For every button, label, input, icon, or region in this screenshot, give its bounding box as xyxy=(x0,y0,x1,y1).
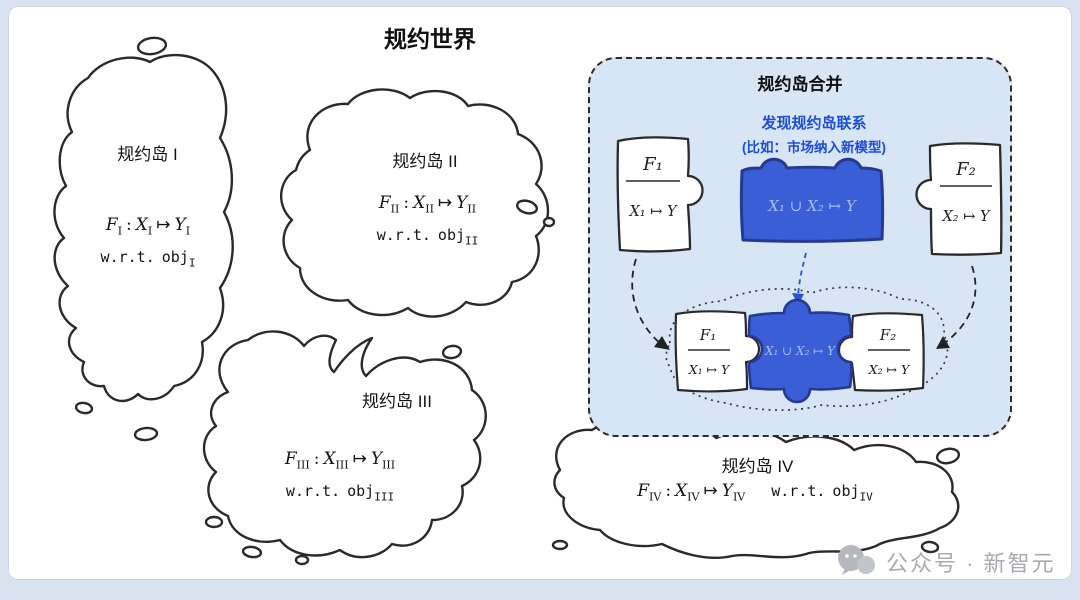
puzzle-piece-f1 xyxy=(616,136,704,253)
island-1-name: 规约岛 I xyxy=(117,145,178,164)
wrt-label: w.r.t. xyxy=(285,482,341,501)
sub-label: II xyxy=(390,202,400,216)
figure-title: 规约世界 xyxy=(384,26,476,52)
islets xyxy=(74,36,961,566)
island-1-objective: w.r.t. objI xyxy=(48,244,248,276)
colon: : xyxy=(403,193,410,213)
sub-label: II xyxy=(467,202,477,216)
watermark-text: 公众号 · 新智元 xyxy=(886,551,1056,576)
wrt-label: w.r.t. xyxy=(100,248,155,267)
island-2-formula: FII:XII↦YII w.r.t.objII xyxy=(330,190,525,255)
y-symbol: Y xyxy=(370,449,383,469)
puzzle-piece-f2 xyxy=(915,142,1003,256)
island-3-mapping: FIII:XIII↦YIII xyxy=(240,446,440,478)
obj-label: obj xyxy=(347,482,375,501)
sub-label: I xyxy=(188,256,196,270)
merge-panel-note: 发现规约岛联系 (比如：市场纳入新模型) xyxy=(708,112,920,156)
sub-label: III xyxy=(382,458,396,472)
sub-label: IV xyxy=(649,490,662,504)
island-4-objective: w.r.t. objIV xyxy=(771,481,873,504)
sub-label: IV xyxy=(859,490,873,504)
sub-label: IV xyxy=(732,490,746,504)
f-symbol: F xyxy=(105,215,118,235)
island-2-mapping: FII:XII↦YII xyxy=(330,190,525,222)
merge-panel-title: 规约岛合并 xyxy=(757,75,843,94)
mapsto-arrow: ↦ xyxy=(703,481,718,501)
island-1-formula: FI:XI↦YI w.r.t.objI xyxy=(48,212,248,277)
merged-f1-label: F₁ xyxy=(699,326,716,344)
note-line-1: 发现规约岛联系 xyxy=(761,115,867,132)
wrt-label: w.r.t. xyxy=(376,226,431,245)
colon: : xyxy=(126,215,132,235)
obj-label: obj xyxy=(161,248,189,267)
merged-union-mapping: X₁ ∪ X₂ ↦ Y xyxy=(764,344,836,358)
sub-label: II xyxy=(425,202,434,216)
puzzle-f1-label: F₁ xyxy=(642,154,663,175)
arrow-right-head xyxy=(936,336,950,349)
obj-label: obj xyxy=(437,226,466,245)
island-3-outline xyxy=(202,330,487,559)
x-symbol: X xyxy=(323,449,336,469)
island-2-outline xyxy=(279,88,550,318)
puzzle-f2-mapping: X₂ ↦ Y xyxy=(941,209,991,225)
puzzle-piece-union xyxy=(739,157,885,243)
arrow-right xyxy=(941,265,977,346)
merged-f1-mapping: X₁ ↦ Y xyxy=(688,362,731,377)
sub-label: I xyxy=(185,224,191,238)
f-symbol: F xyxy=(637,481,650,501)
x-symbol: X xyxy=(675,481,688,501)
arrow-left-head xyxy=(654,336,670,350)
wechat-icon xyxy=(838,545,875,575)
sub-label: III xyxy=(374,490,395,504)
mapsto-arrow: ↦ xyxy=(352,449,367,469)
sub-label: I xyxy=(117,224,123,238)
sub-label: IV xyxy=(687,490,700,504)
x-symbol: X xyxy=(413,193,426,213)
merged-piece-f1 xyxy=(674,310,761,393)
island-2-objective: w.r.t. objII xyxy=(330,222,525,254)
island-1-mapping: FI:XI↦YI xyxy=(48,212,248,244)
island-3-objective: w.r.t. objIII xyxy=(240,478,440,510)
merged-f2-label: F₂ xyxy=(879,326,896,344)
colon: : xyxy=(665,481,672,501)
arrow-left xyxy=(631,258,663,346)
y-symbol: Y xyxy=(174,215,186,235)
y-symbol: Y xyxy=(456,193,468,213)
merged-piece-union xyxy=(747,298,853,404)
island-1-outline xyxy=(53,53,234,403)
merge-panel: 规约岛合并 发现规约岛联系 (比如：市场纳入新模型) F₁ X₁ ↦ Y F₂ … xyxy=(588,57,1012,437)
x-symbol: X xyxy=(135,215,148,235)
y-symbol: Y xyxy=(721,481,733,501)
watermark: 公众号 · 新智元 xyxy=(835,543,1056,581)
puzzle-union-mapping: X₁ ∪ X₂ ↦ Y xyxy=(767,197,858,215)
mapsto-arrow: ↦ xyxy=(156,215,171,235)
obj-label: obj xyxy=(832,482,860,500)
merged-f2-mapping: X₂ ↦ Y xyxy=(868,362,911,377)
arrow-union xyxy=(797,252,807,298)
f-symbol: F xyxy=(284,449,297,469)
wrt-label: w.r.t. xyxy=(771,482,826,500)
f-symbol: F xyxy=(378,193,391,213)
sub-label: III xyxy=(335,458,349,472)
island-4-name: 规约岛 IV xyxy=(721,457,794,476)
sub-label: I xyxy=(147,224,153,238)
colon: : xyxy=(313,449,320,469)
mapsto-arrow: ↦ xyxy=(437,193,453,213)
island-3-formula: FIII:XIII↦YIII w.r.t.objIII xyxy=(240,446,440,511)
island-3-name: 规约岛 III xyxy=(362,392,432,411)
island-2-name: 规约岛 II xyxy=(392,152,458,171)
puzzle-f2-label: F₂ xyxy=(955,159,976,180)
puzzle-canvas: F₁ X₁ ↦ Y F₂ X₂ ↦ Y X₁ ∪ X₂ ↦ Y F₁ X₁ ↦ … xyxy=(616,136,1003,411)
sub-label: II xyxy=(465,234,479,248)
puzzle-f1-mapping: X₁ ↦ Y xyxy=(628,204,678,220)
sub-label: III xyxy=(296,458,310,472)
note-line-2: (比如：市场纳入新模型) xyxy=(742,140,886,155)
